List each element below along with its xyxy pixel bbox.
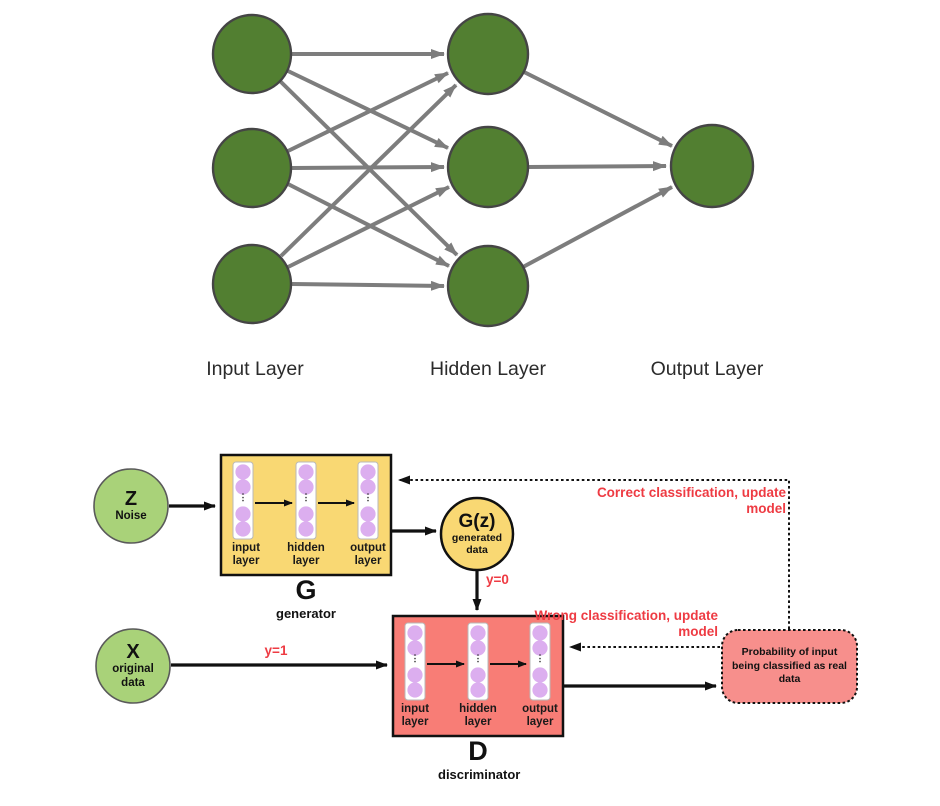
probability-box-label: Probability of input being classified as…: [732, 646, 847, 686]
discriminator-input-layer-label: input layer: [400, 703, 430, 728]
generator-output-layer-label: output layer: [350, 542, 386, 567]
noise-node-text: Z Noise: [94, 470, 168, 542]
noise-node-label: Noise: [115, 509, 147, 522]
gan-feedback-dotted-arrows: [398, 475, 790, 652]
y1-edge-label: y=1: [264, 643, 288, 658]
generated-data-circle: [439, 496, 515, 572]
generated-node-label: generated data: [451, 531, 503, 556]
output-layer-label: Output Layer: [650, 358, 764, 380]
ellipsis-icon: ⋮: [363, 492, 373, 502]
original-node-label: original data: [112, 663, 154, 689]
ellipsis-icon: ⋮: [238, 492, 248, 502]
ellipsis-icon: ⋮: [301, 492, 311, 502]
generated-node-symbol: G(z): [458, 510, 496, 532]
nn-hidden-output-arrows: [522, 70, 673, 269]
original-node-text: X original data: [96, 630, 170, 702]
nn-input-nodes: [211, 13, 293, 325]
ellipsis-icon: ⋮: [535, 653, 545, 663]
generator-mini-nodes: [235, 464, 376, 537]
discriminator-hidden-layer-label: hidden layer: [459, 703, 497, 728]
gan-solid-arrows: [169, 501, 717, 691]
hidden-layer-label: Hidden Layer: [430, 358, 546, 380]
generator-mini-network: [232, 461, 379, 540]
y0-edge-label: y=0: [486, 572, 509, 587]
discriminator-mini-nodes: [407, 625, 548, 698]
discriminator-caption: discriminator: [438, 767, 521, 782]
nn-input-hidden-arrows: [278, 49, 459, 291]
generated-node-text: G(z) generated data: [441, 499, 513, 569]
generator-caption: generator: [276, 606, 336, 621]
ellipsis-icon: ⋮: [410, 653, 420, 663]
original-node-symbol: X: [126, 641, 140, 664]
noise-node-circle: [93, 468, 169, 544]
discriminator-mini-network: [404, 622, 551, 701]
nn-output-node: [669, 123, 755, 209]
discriminator-output-layer-label: output layer: [522, 703, 558, 728]
noise-node-symbol: Z: [124, 487, 138, 510]
probability-box: [721, 629, 858, 704]
correct-classification-label: Correct classification, update model: [596, 485, 786, 516]
ellipsis-icon: ⋮: [473, 653, 483, 663]
wrong-classification-label: Wrong classification, update model: [534, 608, 718, 639]
discriminator-symbol: D: [468, 736, 488, 766]
generator-symbol: G: [295, 575, 317, 605]
generator-hidden-layer-label: hidden layer: [287, 542, 325, 567]
nn-hidden-nodes: [446, 12, 530, 328]
generator-input-layer-label: input layer: [231, 542, 261, 567]
input-layer-label: Input Layer: [206, 358, 304, 380]
original-data-circle: [95, 628, 171, 704]
